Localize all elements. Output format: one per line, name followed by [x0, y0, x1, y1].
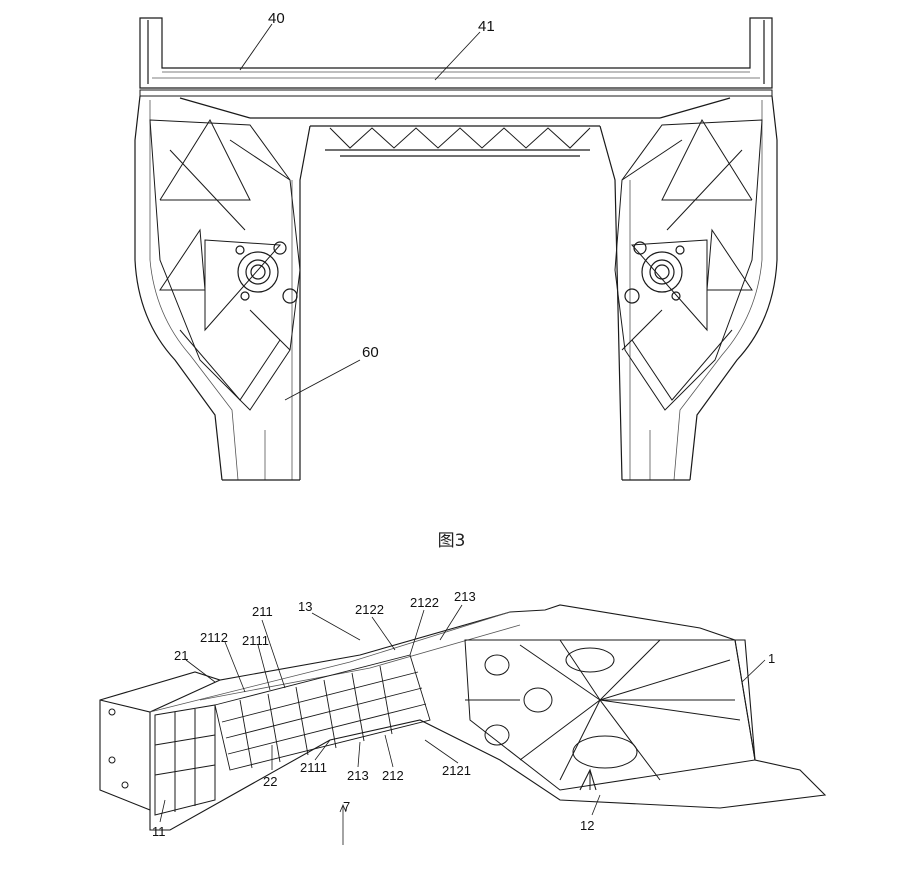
left-hub	[235, 241, 298, 304]
right-gusset-ribs	[614, 118, 763, 411]
label-1: 1	[768, 651, 775, 666]
label-2111-a: 2111	[242, 633, 269, 648]
label-7: 7	[343, 799, 350, 814]
label-213-a: 213	[454, 589, 476, 604]
label-2122-a: 2122	[355, 602, 384, 617]
label-60: 60	[362, 344, 379, 361]
lattice-truss	[329, 127, 591, 149]
label-213-b: 213	[347, 768, 369, 783]
label-40: 40	[268, 10, 285, 27]
label-212: 212	[382, 768, 404, 783]
label-2111-b: 2111	[300, 760, 327, 775]
label-41: 41	[478, 18, 495, 35]
rib-cells	[214, 654, 431, 771]
label-2122-b: 2122	[410, 595, 439, 610]
label-11: 11	[152, 824, 166, 839]
label-211: 211	[252, 604, 273, 619]
figure-4-longitudinal-beam-drawing	[99, 604, 827, 845]
right-hub	[624, 241, 685, 304]
label-22: 22	[263, 774, 277, 789]
figure-3-frame-drawing	[134, 17, 778, 481]
label-2121: 2121	[442, 763, 471, 778]
leader-40	[239, 23, 273, 71]
label-13: 13	[298, 599, 312, 614]
label-2112: 2112	[200, 630, 228, 645]
gusset-flange-ribs	[464, 639, 756, 791]
leader-60	[284, 359, 361, 401]
end-face-cells	[108, 704, 216, 816]
label-21: 21	[174, 648, 188, 663]
label-12: 12	[580, 818, 594, 833]
left-gusset-ribs	[149, 118, 301, 411]
leader-41	[434, 31, 481, 81]
figure-3-caption: 图3	[437, 531, 466, 551]
